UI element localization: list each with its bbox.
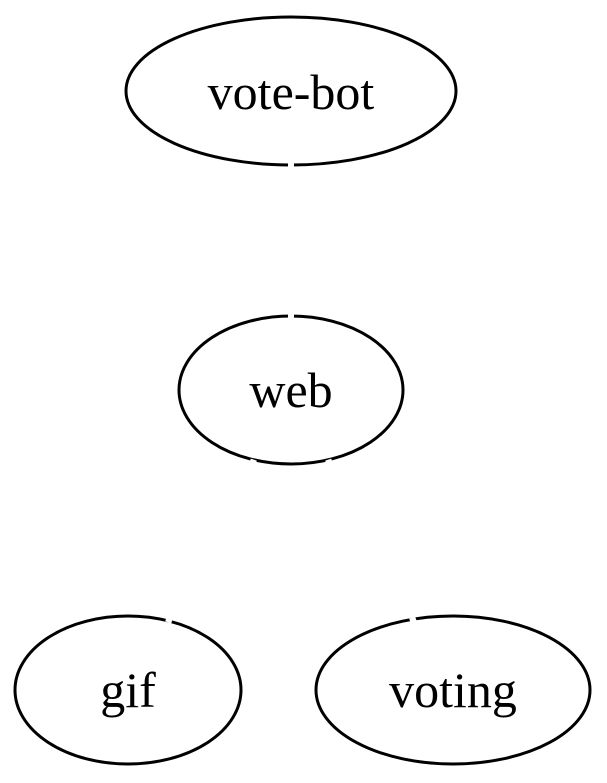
node-web-label: web [249, 362, 332, 418]
node-voting: voting [314, 614, 592, 766]
node-voting-shape [314, 614, 592, 766]
node-gif-shape [13, 614, 243, 766]
node-gif-label: gif [100, 662, 156, 718]
node-voting-label: voting [389, 662, 517, 718]
node-vote-bot-label: vote-bot [208, 64, 375, 120]
node-web: web [177, 313, 405, 466]
node-vote-bot: vote-bot [124, 15, 458, 168]
node-gif: gif [13, 614, 243, 766]
